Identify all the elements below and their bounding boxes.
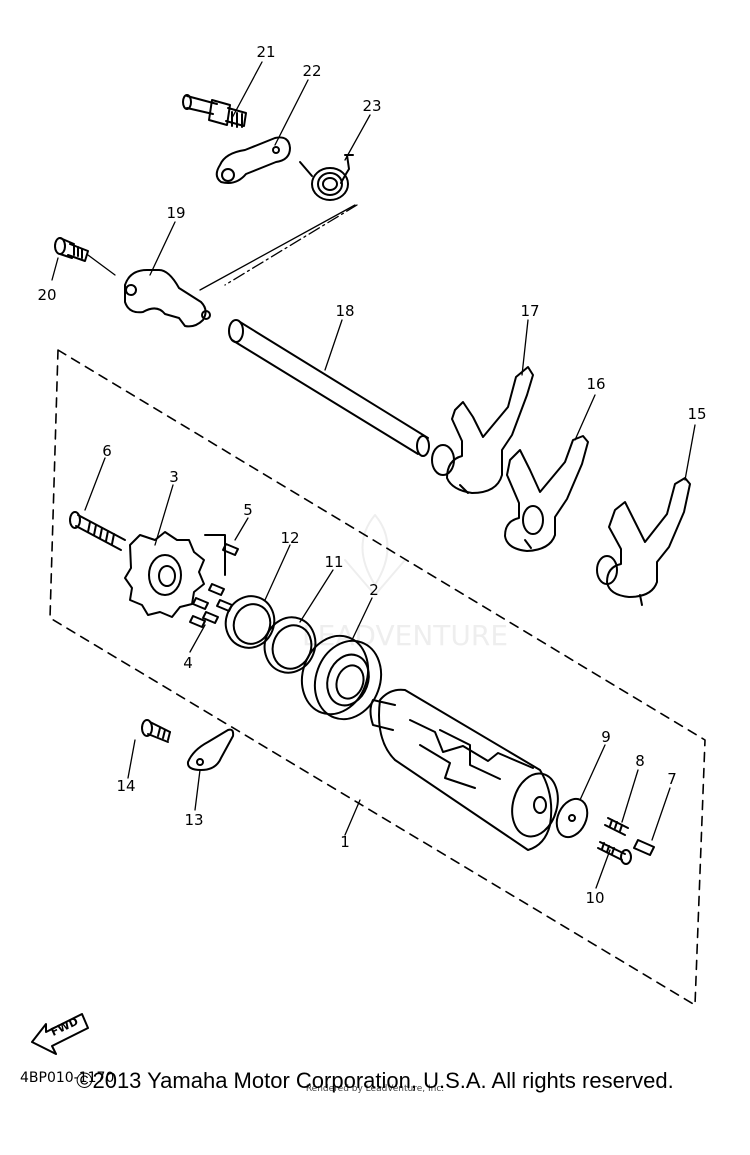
part-13-stopper [186,728,235,771]
part-3-segment [124,531,226,618]
callout-17: 17 [520,302,539,320]
callout-14: 14 [116,777,135,795]
callout-5: 5 [243,501,253,519]
callout-18: 18 [335,302,354,320]
callout-8: 8 [635,752,645,770]
part-14-bolt [141,719,171,743]
part-10-bolt [597,841,632,865]
part-22-shift-arm [215,136,291,184]
leader-lines [51,61,696,889]
rendered-by-notice: Rendered by LeadVenture, Inc. [305,1084,445,1094]
callout-13: 13 [184,811,203,829]
copyright-notice: ©2013 Yamaha Motor Corporation, U.S.A. A… [76,1068,674,1093]
part-20-bolt [54,237,89,262]
part-21-bolt [182,94,247,128]
connection-line [224,204,358,286]
part-19-lever [124,269,211,328]
assembly-boundary [49,349,706,1006]
part-8-screw [604,817,629,836]
callout-16: 16 [586,375,605,393]
callout-3: 3 [169,468,179,486]
part-6-bolt [69,511,126,551]
callout-7: 7 [667,770,677,788]
callout-15: 15 [687,405,706,423]
callout-10: 10 [585,889,604,907]
diagram-reference-code: 4BP010-1170 [20,1070,115,1086]
part-7-pin [633,839,655,856]
fwd-arrow-icon: FWD [31,1013,89,1055]
callout-12: 12 [280,529,299,547]
part-2-bearing [300,634,383,721]
callout-labels: 21 22 23 19 20 18 17 16 15 6 3 5 12 11 2… [37,43,706,907]
part-17-shift-fork [431,366,534,494]
callout-4: 4 [183,654,193,672]
callout-11: 11 [324,553,343,571]
callout-23: 23 [362,97,381,115]
part-1-shift-drum [369,688,559,851]
callout-19: 19 [166,204,185,222]
callout-9: 9 [601,728,611,746]
part-5-pin [222,543,239,556]
part-4-pins [189,583,233,628]
part-23-spring [299,154,354,201]
part-18-shaft [228,319,430,457]
callout-22: 22 [302,62,321,80]
callout-6: 6 [102,442,112,460]
watermark-logo: LEADVENTURE [302,514,508,652]
callout-2: 2 [369,581,379,599]
part-15-shift-fork [596,477,691,606]
part-16-shift-fork [504,435,589,552]
callout-1: 1 [340,833,350,851]
callout-21: 21 [256,43,275,61]
callout-20: 20 [37,286,56,304]
